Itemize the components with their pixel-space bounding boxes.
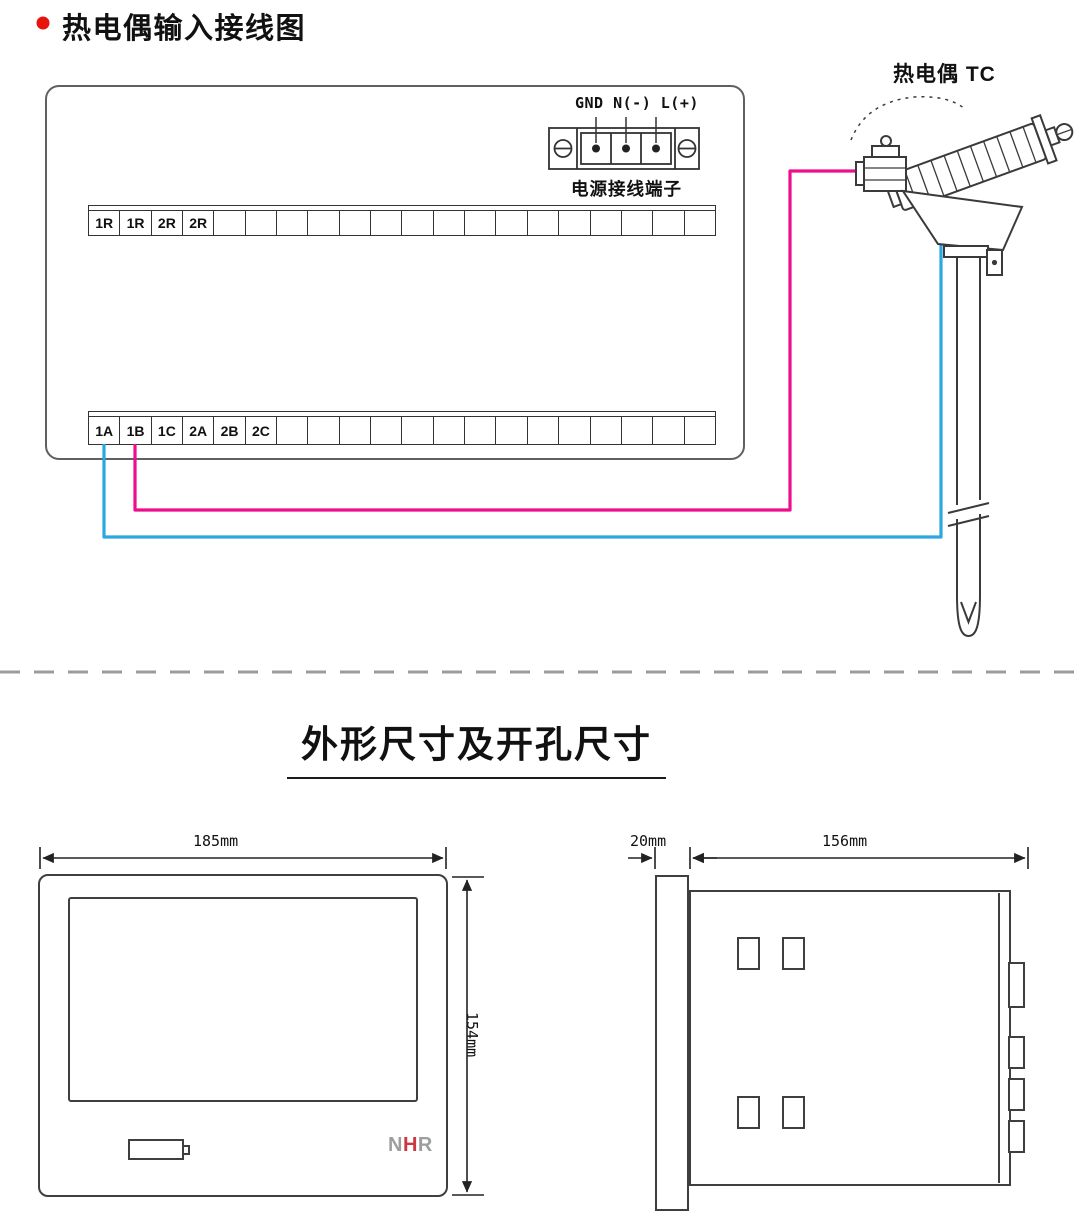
terminal-cell bbox=[496, 211, 528, 235]
front-panel-port-tab bbox=[182, 1145, 190, 1155]
eyelet-screw-icon bbox=[1055, 123, 1074, 142]
section-title: 外形尺寸及开孔尺寸 bbox=[287, 714, 666, 779]
terminal-cell bbox=[465, 417, 497, 444]
terminal-cell bbox=[277, 417, 309, 444]
rear-connector-tab bbox=[1008, 962, 1025, 1008]
terminal-cell bbox=[402, 417, 434, 444]
side-view-bezel bbox=[655, 875, 689, 1211]
terminal-cell bbox=[559, 211, 591, 235]
side-lug bbox=[986, 249, 1003, 276]
terminal-cell bbox=[434, 211, 466, 235]
terminal-cell: 2C bbox=[246, 417, 278, 444]
terminal-cell bbox=[465, 211, 497, 235]
terminal-cell bbox=[308, 417, 340, 444]
side-bezel-dim-label: 20mm bbox=[630, 832, 667, 850]
hex-fitting bbox=[855, 135, 907, 192]
front-view-screen bbox=[68, 897, 418, 1102]
side-view-slot bbox=[782, 937, 805, 970]
side-view-slot bbox=[782, 1096, 805, 1129]
side-view-slot bbox=[737, 1096, 760, 1129]
ribbed-cap bbox=[884, 114, 1074, 211]
brand-logo: NHR bbox=[388, 1134, 433, 1157]
terminal-cell bbox=[528, 417, 560, 444]
terminal-cell: 2A bbox=[183, 417, 215, 444]
terminal-cell bbox=[622, 211, 654, 235]
brand-letter-h: H bbox=[402, 1134, 418, 1156]
side-view-slot bbox=[737, 937, 760, 970]
side-depth-dim-label: 156mm bbox=[822, 832, 868, 850]
terminal-cell: 1R bbox=[89, 211, 121, 235]
terminal-cell bbox=[434, 417, 466, 444]
open-cover-dotted-outline bbox=[850, 96, 967, 141]
terminal-cell bbox=[308, 211, 340, 235]
terminal-cell bbox=[340, 211, 372, 235]
terminal-cell bbox=[591, 211, 622, 235]
brand-letter-r: R bbox=[417, 1134, 433, 1156]
terminal-cell bbox=[591, 417, 622, 444]
terminal-cell bbox=[685, 211, 715, 235]
instrument-rear-panel bbox=[45, 85, 745, 460]
terminal-cell bbox=[559, 417, 591, 444]
terminal-cell bbox=[653, 417, 685, 444]
power-terminal-caption: 电源接线端子 bbox=[571, 179, 682, 199]
terminal-cell bbox=[277, 211, 309, 235]
terminal-cell: 1R bbox=[120, 211, 152, 235]
front-width-dim-label: 185mm bbox=[193, 832, 239, 850]
terminal-cell: 1B bbox=[120, 417, 152, 444]
terminal-cell: 1A bbox=[89, 417, 121, 444]
power-pin-labels: GND N(-) L(+) bbox=[575, 94, 699, 112]
junction-head bbox=[900, 189, 1024, 252]
terminal-cell bbox=[685, 417, 715, 444]
terminal-cell: 2R bbox=[183, 211, 215, 235]
rear-connector-tab bbox=[1008, 1036, 1025, 1069]
terminal-cell bbox=[371, 211, 403, 235]
thermocouple-drawing bbox=[850, 96, 1074, 638]
probe-rod bbox=[947, 257, 990, 638]
terminal-cell bbox=[402, 211, 434, 235]
terminal-cell: 2B bbox=[214, 417, 246, 444]
front-panel-port bbox=[128, 1139, 190, 1160]
terminal-cell: 2R bbox=[152, 211, 184, 235]
terminal-cell bbox=[214, 211, 246, 235]
terminal-cell bbox=[340, 417, 372, 444]
thermocouple-label: 热电偶 TC bbox=[893, 63, 996, 86]
terminal-cell bbox=[496, 417, 528, 444]
rear-connector-tab bbox=[1008, 1120, 1025, 1153]
rear-connector-tab bbox=[1008, 1078, 1025, 1111]
page-title: 热电偶输入接线图 bbox=[62, 13, 307, 45]
side-view-body bbox=[689, 890, 1011, 1186]
brand-letter-n: N bbox=[388, 1134, 403, 1156]
bullet-icon bbox=[36, 16, 50, 30]
terminal-cell bbox=[371, 417, 403, 444]
terminal-cell: 1C bbox=[152, 417, 184, 444]
front-height-dim-label: 154mm bbox=[463, 1012, 481, 1058]
probe-collar bbox=[943, 245, 989, 258]
terminal-cell bbox=[653, 211, 685, 235]
terminal-cell bbox=[622, 417, 654, 444]
terminal-cell bbox=[246, 211, 278, 235]
terminal-cell bbox=[528, 211, 560, 235]
